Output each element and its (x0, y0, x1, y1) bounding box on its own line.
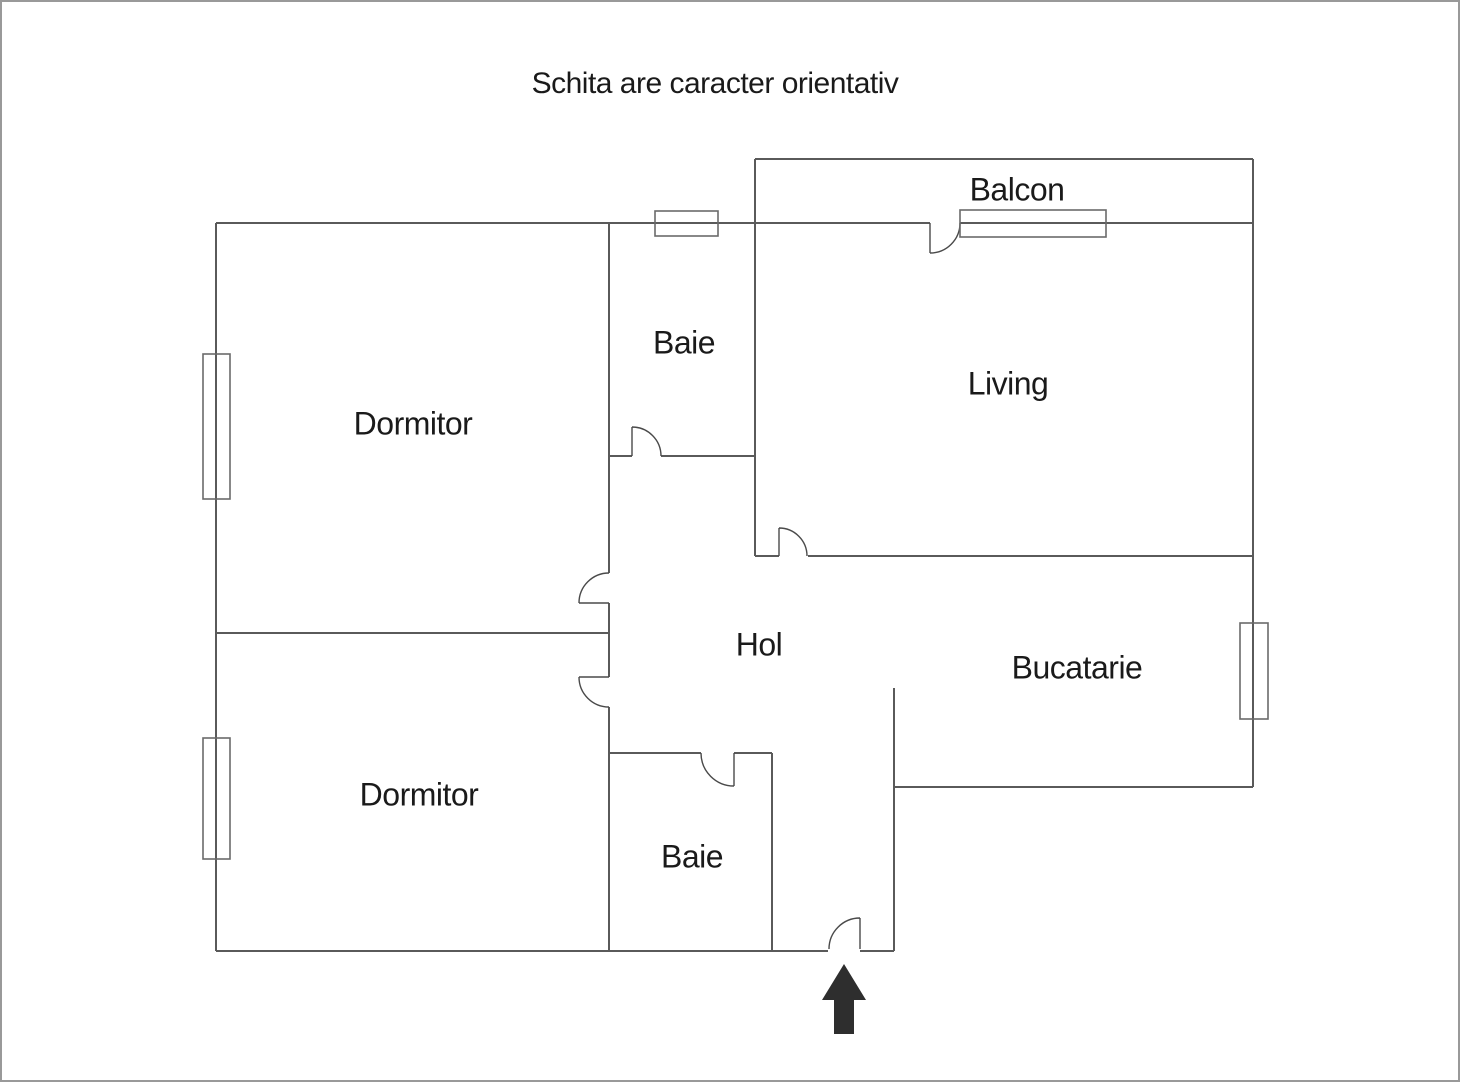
room-label-baie-bottom: Baie (660, 838, 724, 875)
entrance-arrow-icon (822, 964, 866, 1034)
wall-exterior-and-interior (215, 158, 1254, 952)
room-label-bucatarie: Bucatarie (1011, 649, 1143, 686)
walls (215, 158, 1254, 952)
window-baie-top (654, 210, 719, 237)
door-baie-top (631, 426, 662, 457)
door-living (778, 527, 808, 557)
window-living-balcon (959, 209, 1107, 238)
windows (202, 209, 1269, 860)
door-baie-bottom (700, 752, 735, 787)
plan-title: Schita are caracter orientativ (531, 67, 899, 100)
doors (578, 222, 961, 950)
window-dormitor-top (202, 353, 231, 500)
room-label-living: Living (967, 365, 1049, 402)
door-balcon (929, 222, 961, 254)
door-dormitor-bottom (578, 676, 610, 708)
door-entrance (828, 917, 861, 950)
room-label-hol: Hol (735, 626, 783, 663)
room-label-balcon: Balcon (969, 171, 1065, 208)
room-label-baie-top: Baie (652, 324, 716, 361)
window-bucatarie (1239, 622, 1269, 720)
door-dormitor-top (578, 572, 610, 604)
window-dormitor-bottom (202, 737, 231, 860)
room-label-dormitor-bottom: Dormitor (359, 776, 479, 813)
room-label-dormitor-top: Dormitor (353, 405, 473, 442)
